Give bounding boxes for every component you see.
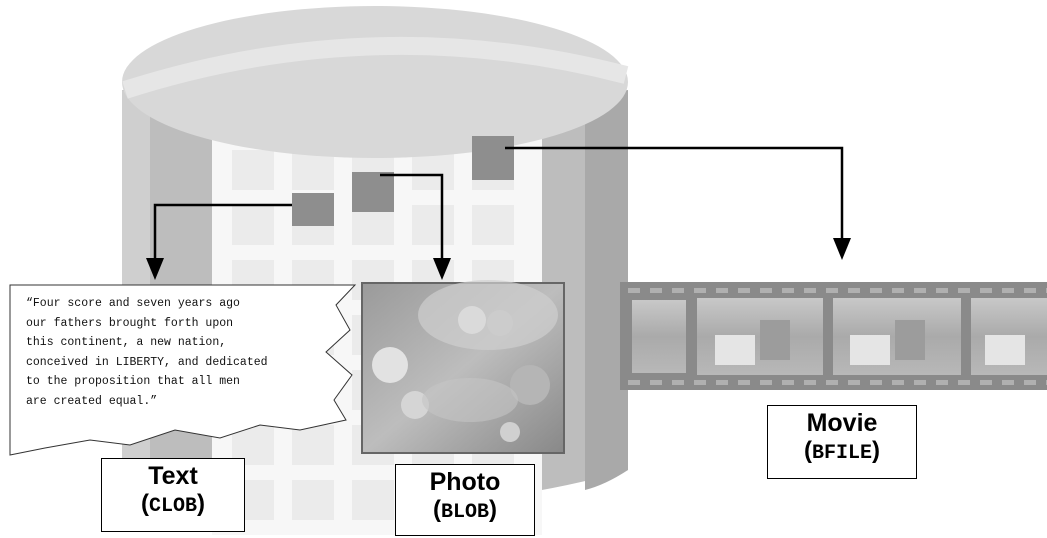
blob-type: BLOB <box>440 501 489 524</box>
quote-line: our fathers brought forth upon <box>26 316 234 330</box>
photo-label-title: Photo <box>429 468 501 496</box>
sprocket-hole <box>738 380 750 385</box>
cylinder-top <box>122 6 628 158</box>
table-cell <box>292 480 334 520</box>
bfile-type: BFILE <box>811 442 872 465</box>
movie-label-title: Movie <box>806 409 878 437</box>
photo-blob-label: Photo (BLOB) <box>395 464 535 536</box>
sprocket-hole <box>760 380 772 385</box>
sprocket-hole <box>1002 288 1014 293</box>
sprocket-hole <box>826 380 838 385</box>
sprocket-hole <box>1024 288 1036 293</box>
sprocket-hole <box>980 288 992 293</box>
sprocket-hole <box>782 288 794 293</box>
table-cell <box>472 205 514 245</box>
arrow-to-text <box>153 203 292 263</box>
sprocket-hole <box>892 380 904 385</box>
table-cell <box>232 205 274 245</box>
text-label-type: (CLOB) <box>140 490 205 518</box>
sprocket-hole <box>694 288 706 293</box>
sprocket-hole <box>914 288 926 293</box>
blob-cell <box>352 172 394 212</box>
sprocket-hole <box>936 288 948 293</box>
arrows <box>153 146 844 263</box>
sprocket-hole <box>672 288 684 293</box>
cylinder-top-band <box>122 36 629 99</box>
bfile-cell <box>472 136 514 180</box>
sprocket-hole <box>958 380 970 385</box>
quote-line: are created equal.” <box>26 394 158 408</box>
text-label-title: Text <box>148 462 198 490</box>
sprocket-hole <box>980 380 992 385</box>
sprocket-hole <box>892 288 904 293</box>
clob-cell <box>292 193 334 226</box>
sprocket-hole <box>672 380 684 385</box>
table-cell <box>232 150 274 190</box>
quote-text: “Four score and seven years ago our fath… <box>26 294 336 412</box>
cylinder-side-shade <box>585 90 628 490</box>
quote-line: “Four score and seven years ago <box>26 297 240 310</box>
arrow-to-photo <box>380 173 444 263</box>
sprocket-hole <box>650 288 662 293</box>
table-cell <box>292 150 334 190</box>
sprocket-hole <box>958 288 970 293</box>
table-cell <box>352 480 394 520</box>
arrow-to-movie <box>505 146 844 243</box>
quote-line: conceived in LIBERTY, and dedicated <box>26 355 268 369</box>
table-cell <box>412 205 454 245</box>
sprocket-hole <box>848 380 860 385</box>
movie-bfile-label: Movie (BFILE) <box>767 405 917 479</box>
sprocket-hole <box>870 380 882 385</box>
sprocket-hole <box>804 380 816 385</box>
photo-label-type: (BLOB) <box>432 496 497 524</box>
sprocket-hole <box>782 380 794 385</box>
sprocket-hole <box>628 288 640 293</box>
clob-type: CLOB <box>148 495 197 518</box>
sprocket-hole <box>804 288 816 293</box>
arrowhead-text <box>146 258 164 280</box>
sprocket-hole <box>826 288 838 293</box>
film-frame <box>632 300 686 373</box>
arrowhead-movie <box>833 238 851 260</box>
sprocket-hole <box>716 380 728 385</box>
sprocket-hole <box>1024 380 1036 385</box>
sprocket-hole <box>1002 380 1014 385</box>
text-clob-label: Text (CLOB) <box>101 458 245 532</box>
quote-line: to the proposition that all men <box>26 375 240 389</box>
film-strip <box>620 282 1047 390</box>
sprocket-hole <box>650 380 662 385</box>
sprocket-hole <box>914 380 926 385</box>
sprocket-hole <box>848 288 860 293</box>
sprocket-hole <box>870 288 882 293</box>
movie-label-type: (BFILE) <box>803 437 880 465</box>
table-cell <box>292 425 334 465</box>
sprocket-hole <box>694 380 706 385</box>
arrowhead-photo <box>433 258 451 280</box>
document-paper <box>9 284 357 456</box>
sprocket-hole <box>738 288 750 293</box>
sprocket-hole <box>936 380 948 385</box>
sprocket-hole <box>716 288 728 293</box>
still-life-photo <box>361 280 565 454</box>
sprocket-hole <box>760 288 772 293</box>
database-cylinder <box>122 6 629 535</box>
quote-line: this continent, a new nation, <box>26 336 227 350</box>
sprocket-hole <box>628 380 640 385</box>
